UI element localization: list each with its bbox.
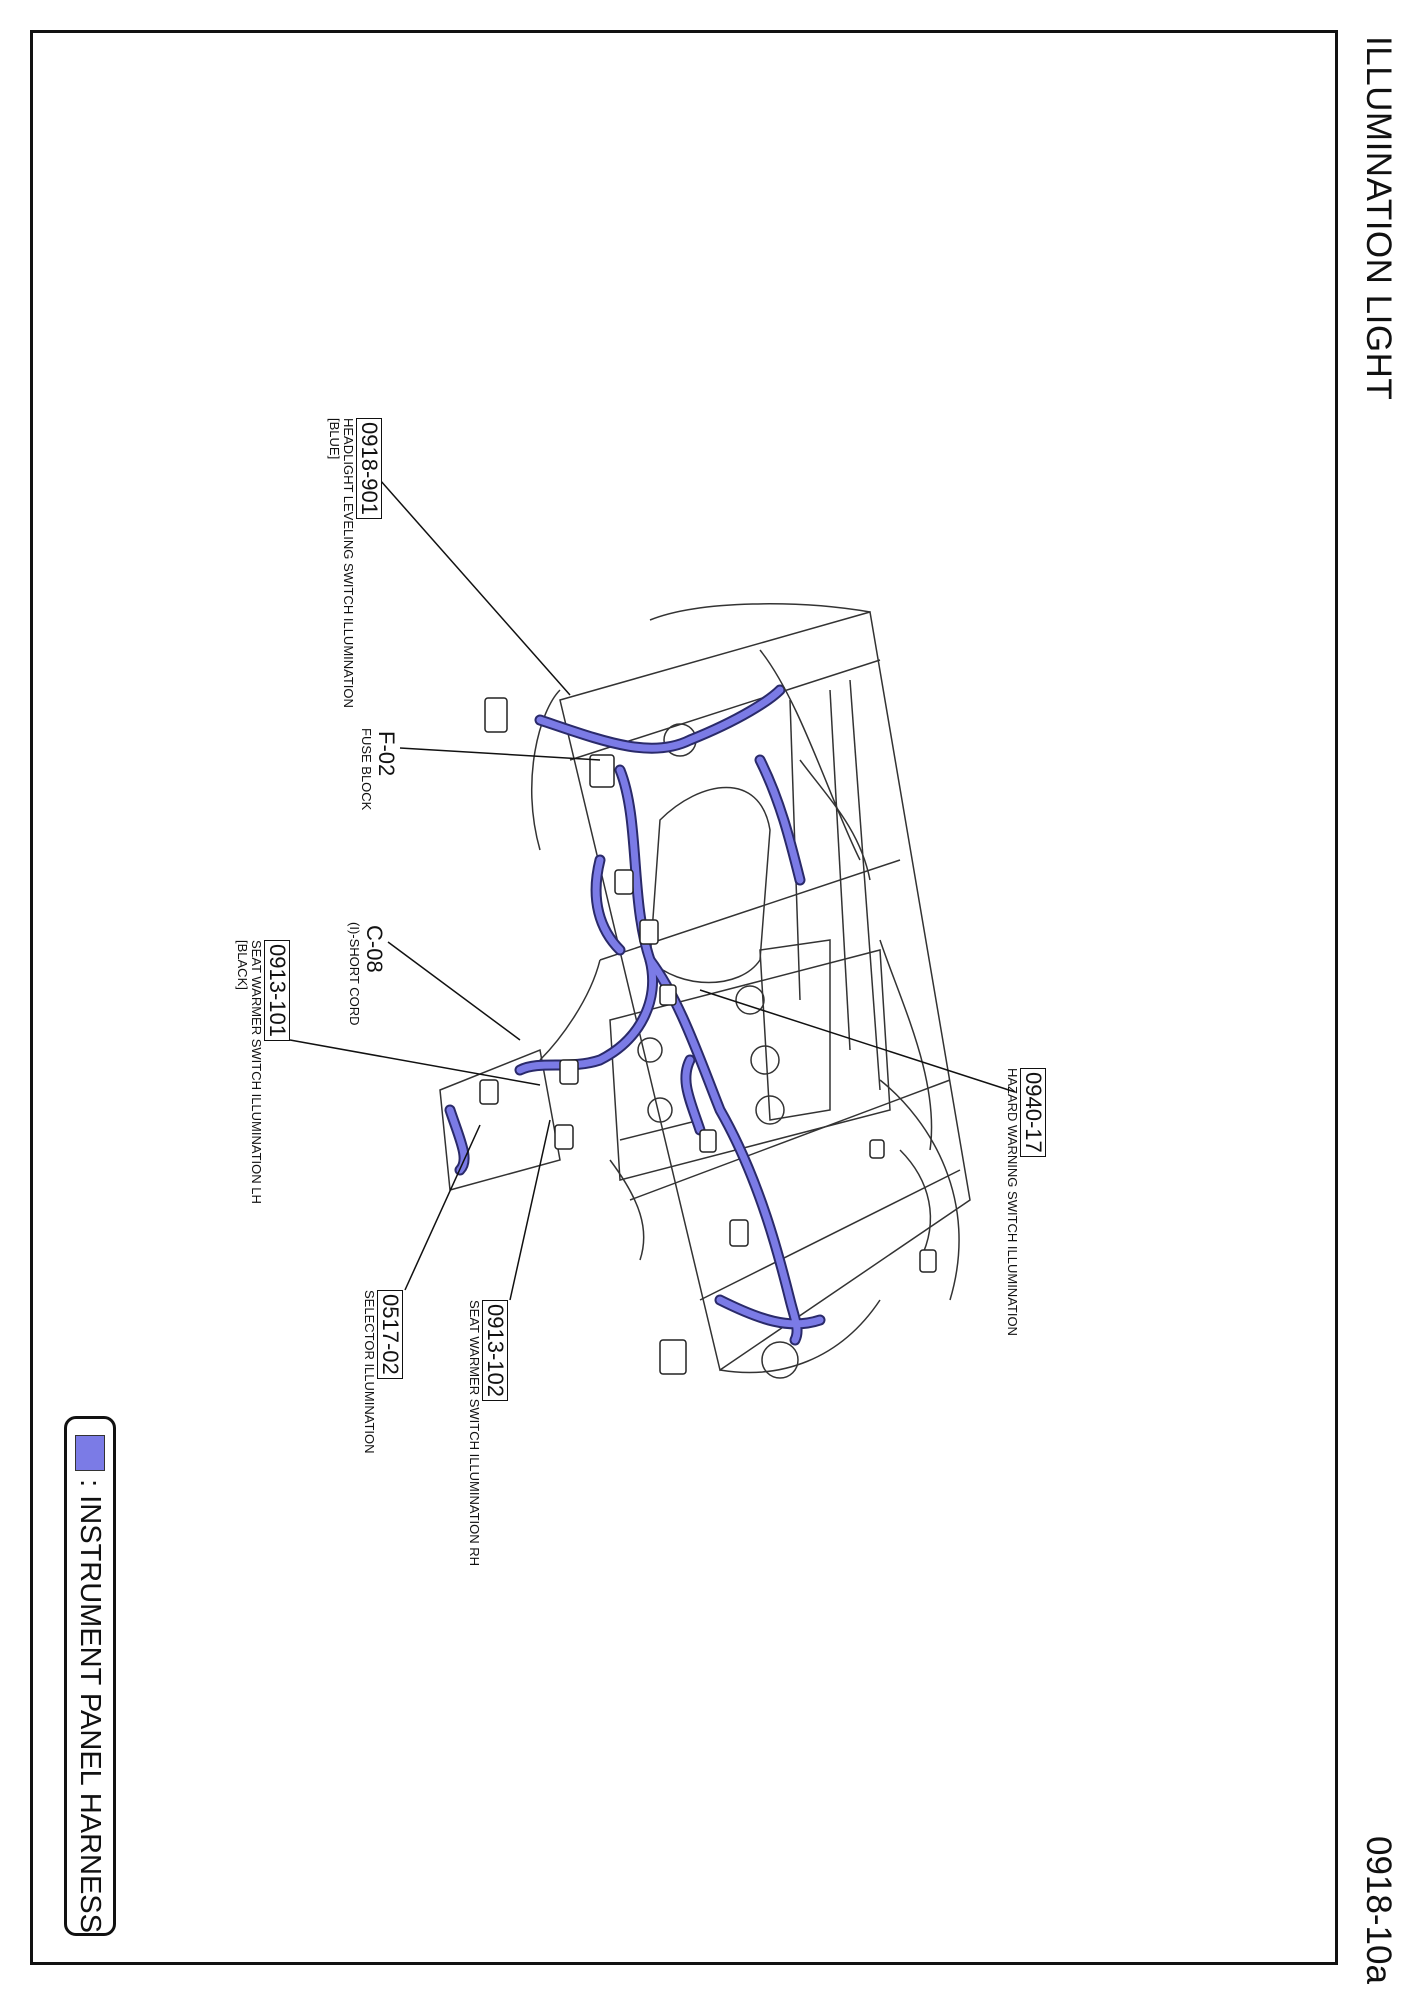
callout-sub: [BLACK] (235, 940, 250, 990)
callout-sub: [BLUE] (327, 418, 342, 460)
instrument-panel-outline (439, 603, 971, 1379)
instrument-panel-harness (446, 686, 824, 1344)
callout-desc: SEAT WARMER SWITCH ILLUMINATION LH (249, 940, 264, 1204)
callout-hazard-warning: 0940-17 HAZARD WARNING SWITCH ILLUMINATI… (1005, 1068, 1046, 1336)
callout-short-cord: C-08 (I)-SHORT CORD (347, 922, 387, 1026)
leader-lines (289, 479, 1016, 1301)
callout-code: 0913-102 (482, 1300, 508, 1401)
callout-selector-illumination: 0517-02 SELECTOR ILLUMINATION (362, 1290, 403, 1454)
callout-seat-warmer-lh: 0913-101 SEAT WARMER SWITCH ILLUMINATION… (235, 940, 290, 1204)
callout-desc: SELECTOR ILLUMINATION (362, 1290, 377, 1454)
callout-code: 0940-17 (1020, 1068, 1046, 1157)
other-harness (609, 649, 933, 1261)
callout-desc: SEAT WARMER SWITCH ILLUMINATION RH (467, 1300, 482, 1567)
callout-desc: (I)-SHORT CORD (347, 922, 362, 1026)
callout-code: C-08 (362, 922, 387, 976)
callout-desc: HEADLIGHT LEVELING SWITCH ILLUMINATION (341, 418, 356, 708)
connectors (479, 697, 937, 1375)
callout-headlight-leveling: 0918-901 HEADLIGHT LEVELING SWITCH ILLUM… (327, 418, 382, 708)
callout-code: 0517-02 (377, 1290, 403, 1379)
callout-code: F-02 (374, 728, 399, 780)
callout-desc: FUSE BLOCK (359, 728, 374, 811)
callout-code: 0913-101 (264, 940, 290, 1041)
callout-desc: HAZARD WARNING SWITCH ILLUMINATION (1005, 1068, 1020, 1336)
callout-fuse-block: F-02 FUSE BLOCK (359, 728, 399, 811)
page-frame (30, 30, 1338, 1965)
callout-seat-warmer-rh: 0913-102 SEAT WARMER SWITCH ILLUMINATION… (467, 1300, 508, 1566)
callout-code: 0918-901 (356, 418, 382, 519)
